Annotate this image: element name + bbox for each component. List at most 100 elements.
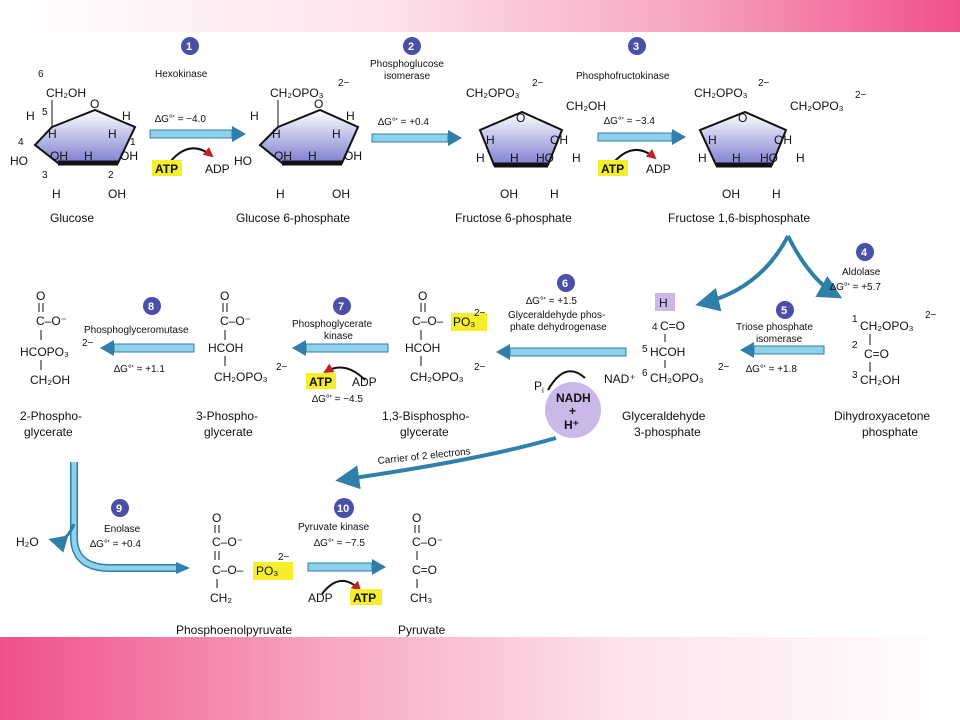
f16bp-ch2opo3-right: CH₂OPO₃ xyxy=(790,99,844,113)
bpg-po3-highlight xyxy=(451,313,487,331)
f16bp-h: H xyxy=(772,187,781,201)
bpg-label-line1: 1,3-Bisphospho- xyxy=(382,409,469,423)
gap-hcoh: HCOH xyxy=(650,345,685,359)
glucose-pos6: 6 xyxy=(38,69,44,80)
f6p-label: Fructose 6-phosphate xyxy=(455,211,572,225)
2pg-o: O xyxy=(36,289,45,303)
step-2-number: 2 xyxy=(408,41,414,53)
gap-label-line1: Glyceraldehyde xyxy=(622,409,706,423)
f16bp-label: Fructose 1,6-bisphosphate xyxy=(668,211,810,225)
bpg-c-o: C–O– xyxy=(412,314,444,328)
2pg-label-line1: 2-Phospho- xyxy=(20,409,82,423)
dhap-charge: 2− xyxy=(925,310,937,321)
3pg-hcoh: HCOH xyxy=(208,341,243,355)
gap-ch2opo3: CH₂OPO₃ xyxy=(650,371,704,385)
3pg-label-line2: glycerate xyxy=(204,425,253,439)
pyruvate-o: O xyxy=(412,511,421,525)
step-1-badge xyxy=(181,37,199,55)
pep-label: Phosphoenolpyruvate xyxy=(176,623,292,637)
step-2-enzyme-line1: Phosphoglucose xyxy=(370,59,444,70)
step-3-cofactor-arc xyxy=(613,148,657,163)
step-1: 1 Hexokinase ∆G°' = −4.0 ATP ADP xyxy=(149,37,246,176)
step-7-badge xyxy=(333,297,351,315)
nadh-bubble xyxy=(545,382,601,438)
step-7-dg: ∆G°' = −4.5 xyxy=(312,394,363,405)
f6p-charge: 2− xyxy=(532,78,544,89)
glucose-pos4: 4 xyxy=(18,137,24,148)
3pg-o: O xyxy=(220,289,229,303)
step-7: 7 Phosphoglycerate kinase ATP ADP ∆G°' =… xyxy=(292,297,389,405)
step-1-atp: ATP xyxy=(155,162,178,176)
dhap-pos1: 1 xyxy=(852,314,858,325)
step-8-enzyme: Phosphoglyceromutase xyxy=(84,325,189,336)
step-6-nad: NAD⁺ xyxy=(604,372,636,386)
bpg-po3: PO₃ xyxy=(453,315,475,329)
step-8-arrow xyxy=(113,343,195,353)
gap-c-eq-o: C=O xyxy=(660,319,685,333)
bottom-decorative-bar xyxy=(0,637,960,720)
step-9-dg: ∆G°' = +0.4 xyxy=(90,539,141,550)
dhap-label-line2: phosphate xyxy=(862,425,918,439)
step-6-enzyme-line1: Glyceraldehyde phos- xyxy=(508,310,605,321)
nadh-plus: + xyxy=(569,404,576,418)
step-10-cofactor-arc xyxy=(321,580,362,595)
glycolysis-diagram: 6 CH₂OH 5 O H H H H 1 4 HO OH H OH 3 2 H… xyxy=(10,37,937,637)
step-7-cofactor-arc xyxy=(323,363,366,381)
step-3-dg: ∆G°' = −3.4 xyxy=(604,116,655,127)
step-9-water: H₂O xyxy=(16,535,39,549)
f6p-ho: HO xyxy=(536,151,554,165)
gap-pos6: 6 xyxy=(642,368,648,379)
g6p-ho: HO xyxy=(234,154,252,168)
3pg-coo: C–O⁻ xyxy=(220,314,251,328)
f16bp-h: H xyxy=(708,133,717,147)
g6p-label: Glucose 6-phosphate xyxy=(236,211,350,225)
step-3-badge xyxy=(628,37,646,55)
carrier-arrow: Carrier of 2 electrons xyxy=(335,436,557,490)
step-7-number: 7 xyxy=(338,301,344,313)
step-4-number: 4 xyxy=(861,247,868,259)
dhap-structure: 1 CH₂OPO₃ 2− 2 C=O 3 CH₂OH Dihydroxyacet… xyxy=(834,310,937,439)
nadh-label: NADH xyxy=(556,391,591,405)
step-8: 8 Phosphoglyceromutase ∆G°' = +1.1 xyxy=(84,297,195,375)
glucose-structure: 6 CH₂OH 5 O H H H H 1 4 HO OH H OH 3 2 H… xyxy=(10,69,138,225)
dhap-pos2: 2 xyxy=(852,340,858,351)
step-5-badge xyxy=(776,301,794,319)
step-9-badge xyxy=(111,499,129,517)
g6p-ring-o: O xyxy=(314,97,323,111)
step-10-dg: ∆G°' = −7.5 xyxy=(314,538,365,549)
glucose-h: H xyxy=(108,127,117,141)
step-1-cofactor-arc xyxy=(169,147,214,163)
pyruvate-structure: O C–O⁻ C=O CH₃ Pyruvate xyxy=(398,511,446,637)
glucose-ho: HO xyxy=(10,154,28,168)
step-6-arrow xyxy=(509,347,627,357)
step-9-water-branch xyxy=(48,523,76,553)
nadh-proton: H⁺ xyxy=(564,418,579,432)
step-1-enzyme: Hexokinase xyxy=(155,69,208,80)
step-7-enzyme-line2: kinase xyxy=(324,331,353,342)
pep-po3: PO₃ xyxy=(256,564,278,578)
dhap-c-eq-o: C=O xyxy=(864,347,889,361)
step-5-enzyme-line1: Triose phosphate xyxy=(736,322,813,333)
g6p-oh: OH xyxy=(332,187,350,201)
g6p-h: H xyxy=(346,109,355,123)
step-6-badge xyxy=(557,274,575,292)
step-3-number: 3 xyxy=(633,41,639,53)
pyruvate-c-eq-o: C=O xyxy=(412,563,437,577)
f6p-ch2oh: CH₂OH xyxy=(566,99,606,113)
step-1-adp: ADP xyxy=(205,162,230,176)
carrier-label: Carrier of 2 electrons xyxy=(377,446,471,467)
step-3-adp: ADP xyxy=(646,162,671,176)
step-8-number: 8 xyxy=(148,301,154,313)
f16bp-oh: OH xyxy=(722,187,740,201)
gap-label-line2: 3-phosphate xyxy=(634,425,701,439)
step-10-arrow xyxy=(307,562,373,572)
3pg-ch2opo3: CH₂OPO₃ xyxy=(214,370,268,384)
step-3-enzyme: Phosphofructokinase xyxy=(576,71,670,82)
step-8-badge xyxy=(143,297,161,315)
step-2: 2 Phosphoglucose isomerase ∆G°' = +0.4 xyxy=(370,37,462,146)
step-10: 10 Pyruvate kinase ∆G°' = −7.5 ADP ATP xyxy=(298,498,386,605)
pep-ch2: CH₂ xyxy=(210,591,232,605)
glucose-oh: OH xyxy=(50,149,68,163)
glucose-pos3: 3 xyxy=(42,170,48,181)
